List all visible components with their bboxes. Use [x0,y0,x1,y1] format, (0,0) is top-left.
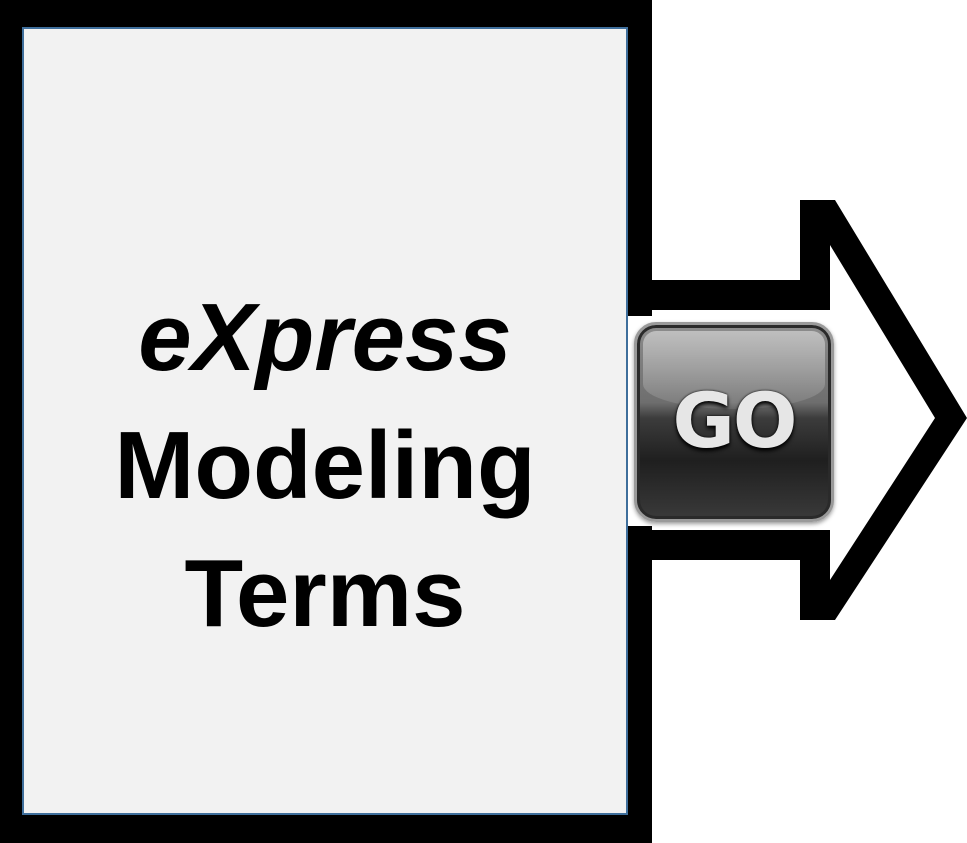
title-line-terms: Terms [184,540,466,647]
go-button-area: GO [628,316,840,526]
go-button[interactable]: GO [634,322,834,522]
go-button-gloss [643,331,825,409]
terms-card-frame: eXpress Modeling Terms [0,0,652,843]
title-line-modeling: Modeling [114,412,536,519]
title-line-express: eXpress [138,284,512,391]
card-title: eXpress Modeling Terms [24,274,626,658]
go-button-label: GO [672,376,798,465]
terms-card-panel: eXpress Modeling Terms [22,27,628,815]
